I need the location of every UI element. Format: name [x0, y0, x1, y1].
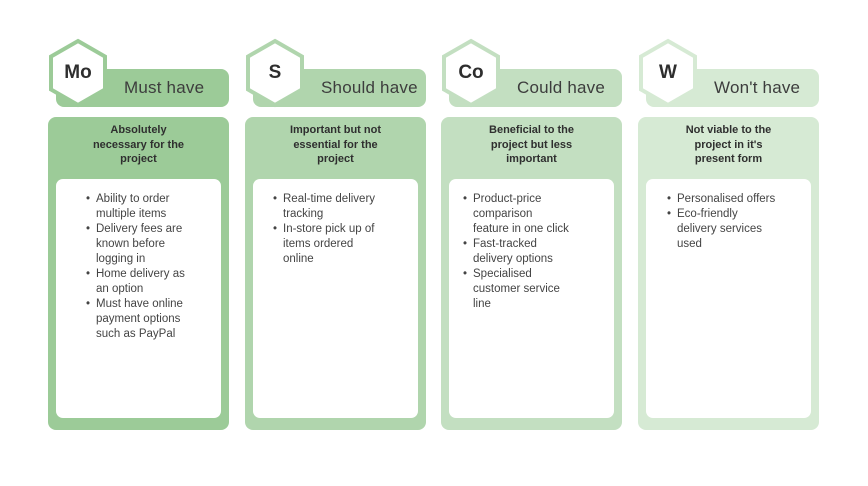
category-description: Important but not essential for the proj… [289, 124, 382, 165]
category-card: Absolutely necessary for the project Abi… [48, 117, 229, 430]
category-description: Not viable to the project in it's presen… [685, 124, 772, 165]
list-item: In-store pick up of items ordered online [273, 222, 375, 267]
category-label: Must have [124, 78, 205, 97]
requirements-panel: Ability to order multiple items Delivery… [56, 179, 221, 418]
category-label: Won't have [714, 78, 801, 97]
requirements-list: Real-time delivery tracking In-store pic… [273, 192, 375, 267]
list-item: Specialised customer service line [463, 267, 569, 312]
category-hexagon-badge: Mo [48, 38, 108, 108]
moscow-column-wont: Won't have W Not viable to the project i… [638, 38, 819, 432]
requirements-list: Product-price comparison feature in one … [463, 192, 569, 312]
list-item: Personalised offers [667, 192, 775, 207]
requirements-panel: Personalised offers Eco-friendly deliver… [646, 179, 811, 418]
list-item: Eco-friendly delivery services used [667, 207, 775, 252]
category-label: Could have [517, 78, 606, 97]
moscow-column-should: Should have S Important but not essentia… [245, 38, 426, 432]
category-hexagon-badge: Co [441, 38, 501, 108]
category-abbreviation: W [659, 62, 677, 83]
category-description: Absolutely necessary for the project [92, 124, 185, 165]
category-label: Should have [321, 78, 418, 97]
moscow-column-could: Could have Co Beneficial to the project … [441, 38, 622, 432]
category-hexagon-badge: W [638, 38, 698, 108]
requirements-list: Personalised offers Eco-friendly deliver… [667, 192, 775, 252]
category-card: Not viable to the project in it's presen… [638, 117, 819, 430]
list-item: Product-price comparison feature in one … [463, 192, 569, 237]
moscow-column-must: Must have Mo Absolutely necessary for th… [48, 38, 229, 432]
requirements-panel: Real-time delivery tracking In-store pic… [253, 179, 418, 418]
category-card: Beneficial to the project but less impor… [441, 117, 622, 430]
list-item: Home delivery as an option [86, 267, 185, 297]
list-item: Must have online payment options such as… [86, 297, 185, 342]
requirements-list: Ability to order multiple items Delivery… [86, 192, 185, 342]
category-abbreviation: Co [458, 62, 484, 83]
list-item: Fast-tracked delivery options [463, 237, 569, 267]
list-item: Delivery fees are known before logging i… [86, 222, 185, 267]
list-item: Real-time delivery tracking [273, 192, 375, 222]
category-card: Important but not essential for the proj… [245, 117, 426, 430]
category-abbreviation: S [268, 62, 282, 83]
category-abbreviation: Mo [64, 62, 92, 83]
category-description: Beneficial to the project but less impor… [489, 124, 574, 165]
requirements-panel: Product-price comparison feature in one … [449, 179, 614, 418]
list-item: Ability to order multiple items [86, 192, 185, 222]
category-hexagon-badge: S [245, 38, 305, 108]
